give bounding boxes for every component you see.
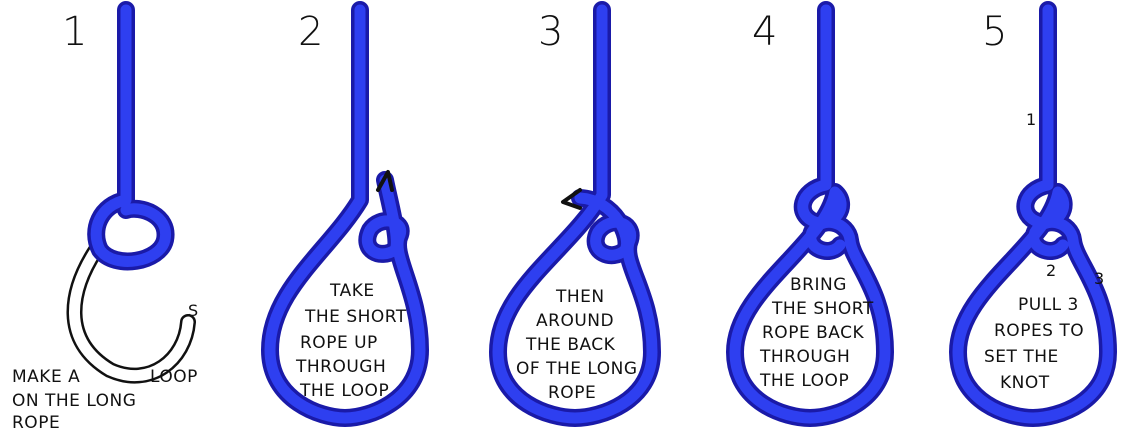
rope-label-1: 1	[1026, 110, 1036, 129]
caption-line: BRING	[790, 275, 847, 295]
step-number: 1	[62, 9, 87, 55]
caption-line: ROPE UP	[300, 333, 378, 353]
rope-label-3: 3	[1094, 269, 1104, 288]
rope-label-2: 2	[1046, 261, 1056, 280]
caption-line: ROPES TO	[994, 321, 1084, 341]
caption-line: KNOT	[1000, 373, 1050, 393]
caption-line: THEN	[555, 287, 605, 307]
step-number: 5	[982, 9, 1007, 55]
rope-outline	[498, 10, 652, 418]
caption-line: TAKE	[329, 281, 375, 301]
rope-fill	[498, 10, 652, 418]
step-4-panel: 4 BRING THE SHORT ROPE BACK THROUGH THE …	[735, 9, 885, 418]
step-number: 3	[538, 9, 563, 55]
caption-line: MAKE A	[12, 367, 80, 387]
caption-line: THROUGH	[759, 347, 850, 367]
caption-line: THE SHORT	[304, 307, 407, 327]
caption-line: LOOP	[150, 367, 198, 387]
caption-line: AROUND	[536, 311, 614, 331]
short-end-label: S	[188, 301, 198, 320]
step-5-panel: 5 1 2 3 PULL 3 ROPES TO SET THE KNOT	[958, 9, 1108, 418]
caption-line: THE SHORT	[771, 299, 874, 319]
step-number: 4	[752, 9, 777, 55]
step-1-panel: 1 S MAKE A LOOP ON THE LONG ROPE	[12, 9, 198, 433]
caption-line: ROPE	[12, 413, 60, 433]
caption-line: ON THE LONG	[12, 391, 136, 411]
caption-line: THE BACK	[525, 335, 616, 355]
step-2-panel: 2 TAKE THE SHORT ROPE UP THROUGH THE LOO…	[270, 9, 420, 418]
step-3-panel: 3 THEN AROUND THE BACK OF THE LONG ROPE	[498, 9, 652, 418]
caption-line: SET THE	[984, 347, 1059, 367]
caption-line: THE LOOP	[759, 371, 849, 391]
caption-line: OF THE LONG	[516, 359, 638, 379]
caption-line: ROPE BACK	[762, 323, 864, 343]
caption-line: ROPE	[548, 383, 596, 403]
caption-line: THROUGH	[295, 357, 386, 377]
step-number: 2	[298, 9, 323, 55]
caption-line: THE LOOP	[299, 381, 389, 401]
caption-line: PULL 3	[1018, 295, 1079, 315]
